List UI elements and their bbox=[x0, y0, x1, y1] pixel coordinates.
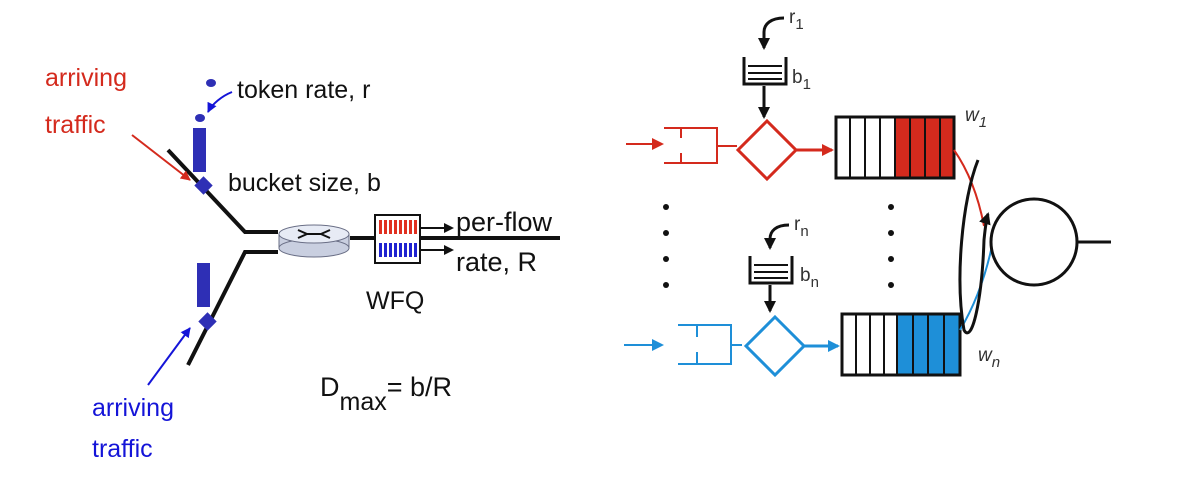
w1-base: w bbox=[965, 105, 979, 126]
bucket-top-icon bbox=[742, 57, 788, 86]
router-icon bbox=[278, 224, 350, 258]
arriving-traffic-top-line1: arriving bbox=[45, 64, 127, 92]
bucket-bottom-icon bbox=[748, 256, 794, 285]
w1-label: w1 bbox=[965, 105, 987, 130]
ellipsis-dots-right bbox=[888, 204, 894, 288]
dmax-formula: Dmax= b/R bbox=[320, 372, 453, 415]
token-icon bbox=[195, 114, 205, 122]
r1-sub: 1 bbox=[795, 16, 804, 33]
policer-diamond-red-icon bbox=[735, 118, 799, 182]
top-bucket-icon bbox=[193, 128, 206, 172]
token-arrow-bottom-icon bbox=[764, 223, 790, 250]
bn-base: b bbox=[800, 265, 811, 286]
dmax-d: D bbox=[320, 372, 340, 402]
top-policer-icon bbox=[194, 176, 213, 195]
classifier-red-icon bbox=[664, 127, 737, 164]
arriving-arrow-blue bbox=[147, 327, 191, 386]
token-arrow bbox=[207, 91, 233, 113]
r1-base: r bbox=[789, 7, 796, 28]
bn-sub: n bbox=[810, 274, 819, 291]
bottom-bucket-icon bbox=[197, 263, 210, 307]
r1-label: r1 bbox=[789, 7, 804, 32]
right-diagram bbox=[624, 16, 1111, 378]
queue-red-icon bbox=[834, 115, 956, 180]
arriving-traffic-bottom-line2: traffic bbox=[92, 435, 153, 463]
token-arrow-top-icon bbox=[758, 16, 785, 50]
wn-label: wn bbox=[978, 345, 1000, 370]
arriving-traffic-bottom-line1: arriving bbox=[92, 394, 174, 422]
b1-base: b bbox=[792, 67, 803, 88]
bucket-size-label: bucket size, b bbox=[228, 169, 381, 197]
rn-label: rn bbox=[794, 214, 809, 239]
left-diagram bbox=[131, 79, 560, 386]
classifier-blue-icon bbox=[678, 324, 742, 365]
wn-base: w bbox=[978, 345, 992, 366]
ellipsis-dots-left bbox=[663, 204, 669, 288]
policer-diamond-blue-icon bbox=[743, 314, 807, 378]
bn-label: bn bbox=[800, 265, 819, 290]
token-rate-label: token rate, r bbox=[237, 76, 371, 104]
arriving-traffic-top-line2: traffic bbox=[45, 111, 106, 139]
queue-blue-icon bbox=[840, 312, 962, 377]
dmax-rest: = b/R bbox=[386, 372, 453, 402]
b1-sub: 1 bbox=[802, 76, 811, 93]
per-flow-label: per-flow bbox=[456, 207, 553, 237]
wn-sub: n bbox=[991, 354, 1001, 371]
rate-label: rate, R bbox=[456, 247, 538, 277]
wfq-label: WFQ bbox=[366, 287, 425, 315]
rn-sub: n bbox=[800, 223, 809, 240]
bottom-policer-icon bbox=[198, 312, 217, 331]
top-link bbox=[166, 148, 278, 234]
token-icon bbox=[206, 79, 216, 87]
b1-label: b1 bbox=[792, 67, 811, 92]
w1-sub: 1 bbox=[978, 114, 988, 131]
dmax-sub: max bbox=[339, 388, 387, 416]
server-icon bbox=[989, 197, 1079, 287]
wfq-queues-icon bbox=[374, 214, 421, 264]
arriving-arrow-red bbox=[131, 134, 191, 181]
round-robin-loop bbox=[958, 159, 991, 335]
rn-base: r bbox=[794, 214, 801, 235]
